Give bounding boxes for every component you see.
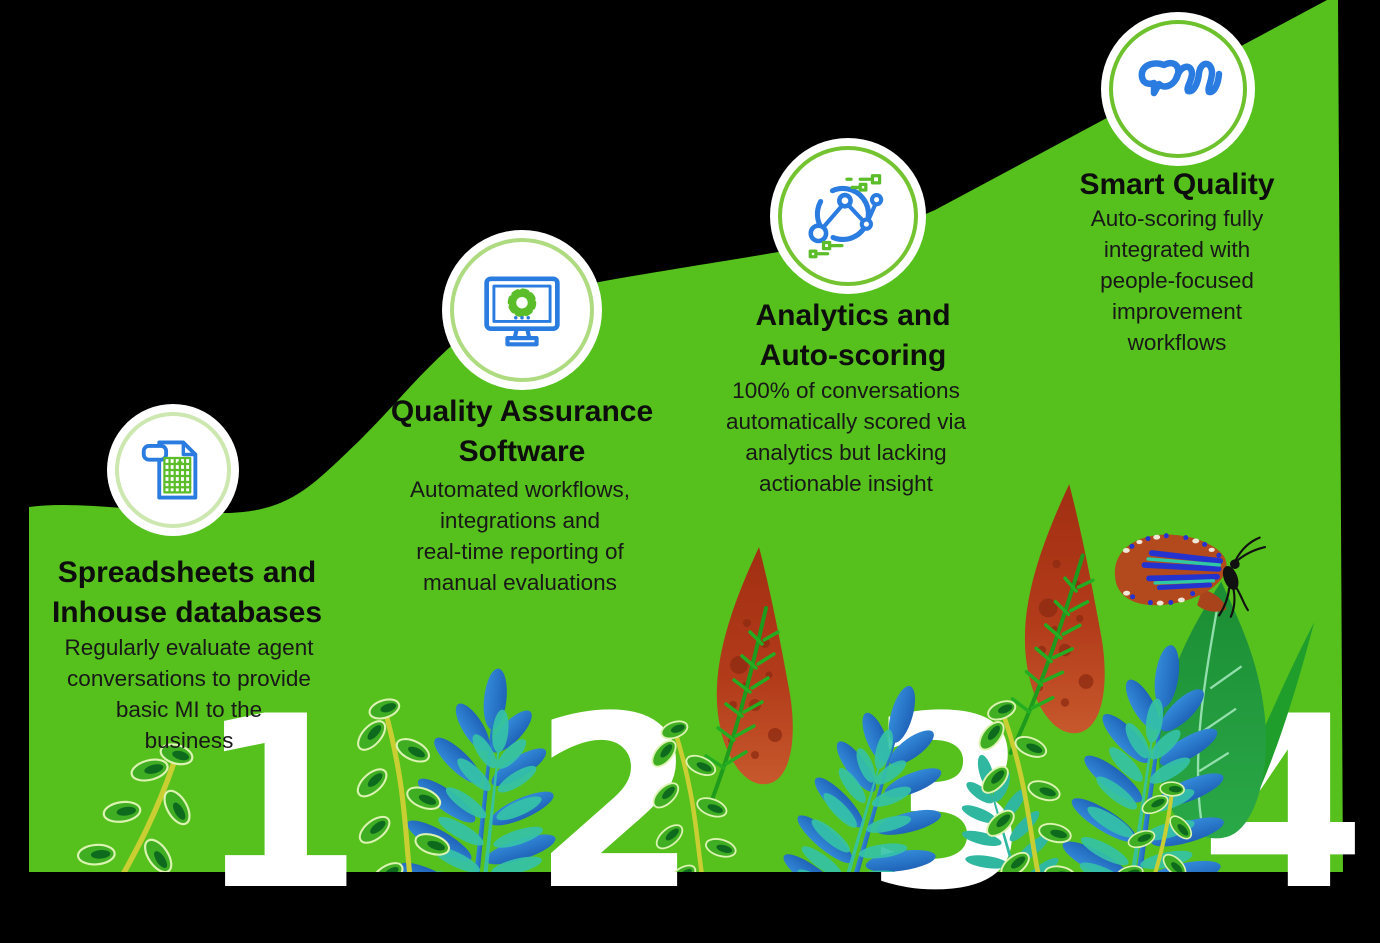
stage-2-badge [442,230,602,390]
spreadsheet-icon [141,440,198,500]
infographic-page: { "colors": { "page_background": "#00000… [29,0,1366,924]
qa-software-monitor-gear-icon [484,276,560,347]
stage-4-title: Smart Quality [1079,168,1275,201]
stage-2-title: Quality Assurance Software [390,395,654,468]
analytics-network-icon [808,174,884,259]
stage-2-description: Automated workflows, integrations and re… [409,477,631,596]
stage-1-badge [107,404,239,536]
stage-4-badge [1101,12,1255,166]
stage-3-badge [770,138,926,294]
stage-4-description: Auto-scoring fully integrated with peopl… [1090,206,1264,356]
stage-3-description: 100% of conversations automatically scor… [725,378,967,497]
stage-3-title: Analytics and Auto-scoring [755,299,951,372]
stage-1-description: Regularly evaluate agent conversations t… [64,635,314,754]
maturity-stages: Spreadsheets and Inhouse databases Regul… [51,12,1275,754]
smart-quality-scribble-icon [1138,60,1223,97]
stage-1-title: Spreadsheets and Inhouse databases [51,556,323,629]
